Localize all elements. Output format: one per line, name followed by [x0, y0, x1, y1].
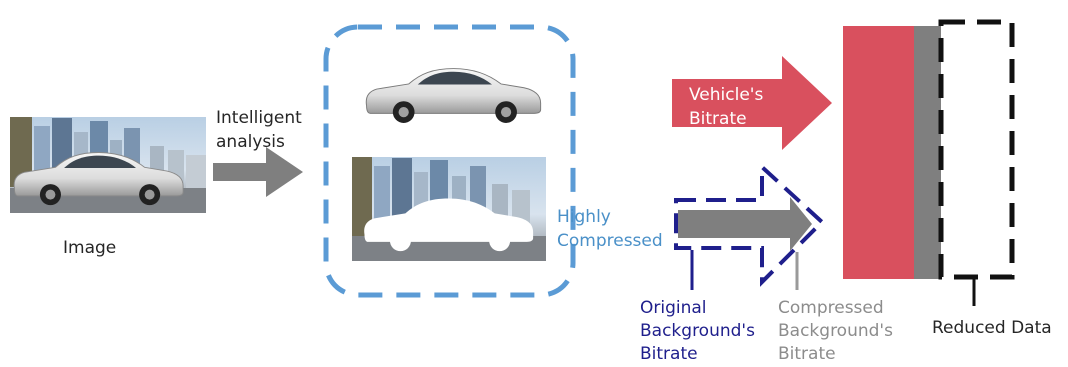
original-bitrate-label-line3: Bitrate	[640, 344, 698, 364]
highly-compressed-label-line2: Compressed	[557, 231, 663, 251]
extracted-vehicle-image	[365, 68, 542, 123]
reduced-data-outline	[938, 19, 1015, 280]
vehicle-bitrate-arrow	[672, 56, 832, 150]
background-image	[352, 157, 546, 261]
compressed-background-arrow	[678, 197, 812, 251]
car-cutout	[364, 198, 534, 252]
analysis-label-line2: analysis	[216, 132, 285, 152]
input-image	[10, 117, 206, 213]
compressed-bitrate-label-line3: Bitrate	[778, 344, 836, 364]
highly-compressed-label-line1: Highly	[557, 207, 611, 227]
reduced-data-label: Reduced Data	[932, 318, 1052, 338]
analysis-label-line1: Intelligent	[216, 108, 302, 128]
vehicle-bitrate-label-line2: Bitrate	[689, 109, 747, 129]
segmentation-box	[323, 24, 576, 298]
vehicle-data-block	[843, 26, 914, 279]
compressed-background-block	[914, 26, 941, 279]
original-bitrate-label-line1: Original	[640, 298, 707, 318]
analysis-arrow	[213, 147, 303, 197]
compressed-bitrate-label-line1: Compressed	[778, 298, 884, 318]
compressed-bitrate-label-line2: Background's	[778, 321, 893, 341]
original-bitrate-label-line2: Background's	[640, 321, 755, 341]
original-background-arrow	[674, 162, 825, 287]
vehicle-bitrate-label-line1: Vehicle's	[689, 85, 764, 105]
input-image-caption: Image	[63, 238, 117, 258]
car-silhouette	[13, 152, 184, 206]
